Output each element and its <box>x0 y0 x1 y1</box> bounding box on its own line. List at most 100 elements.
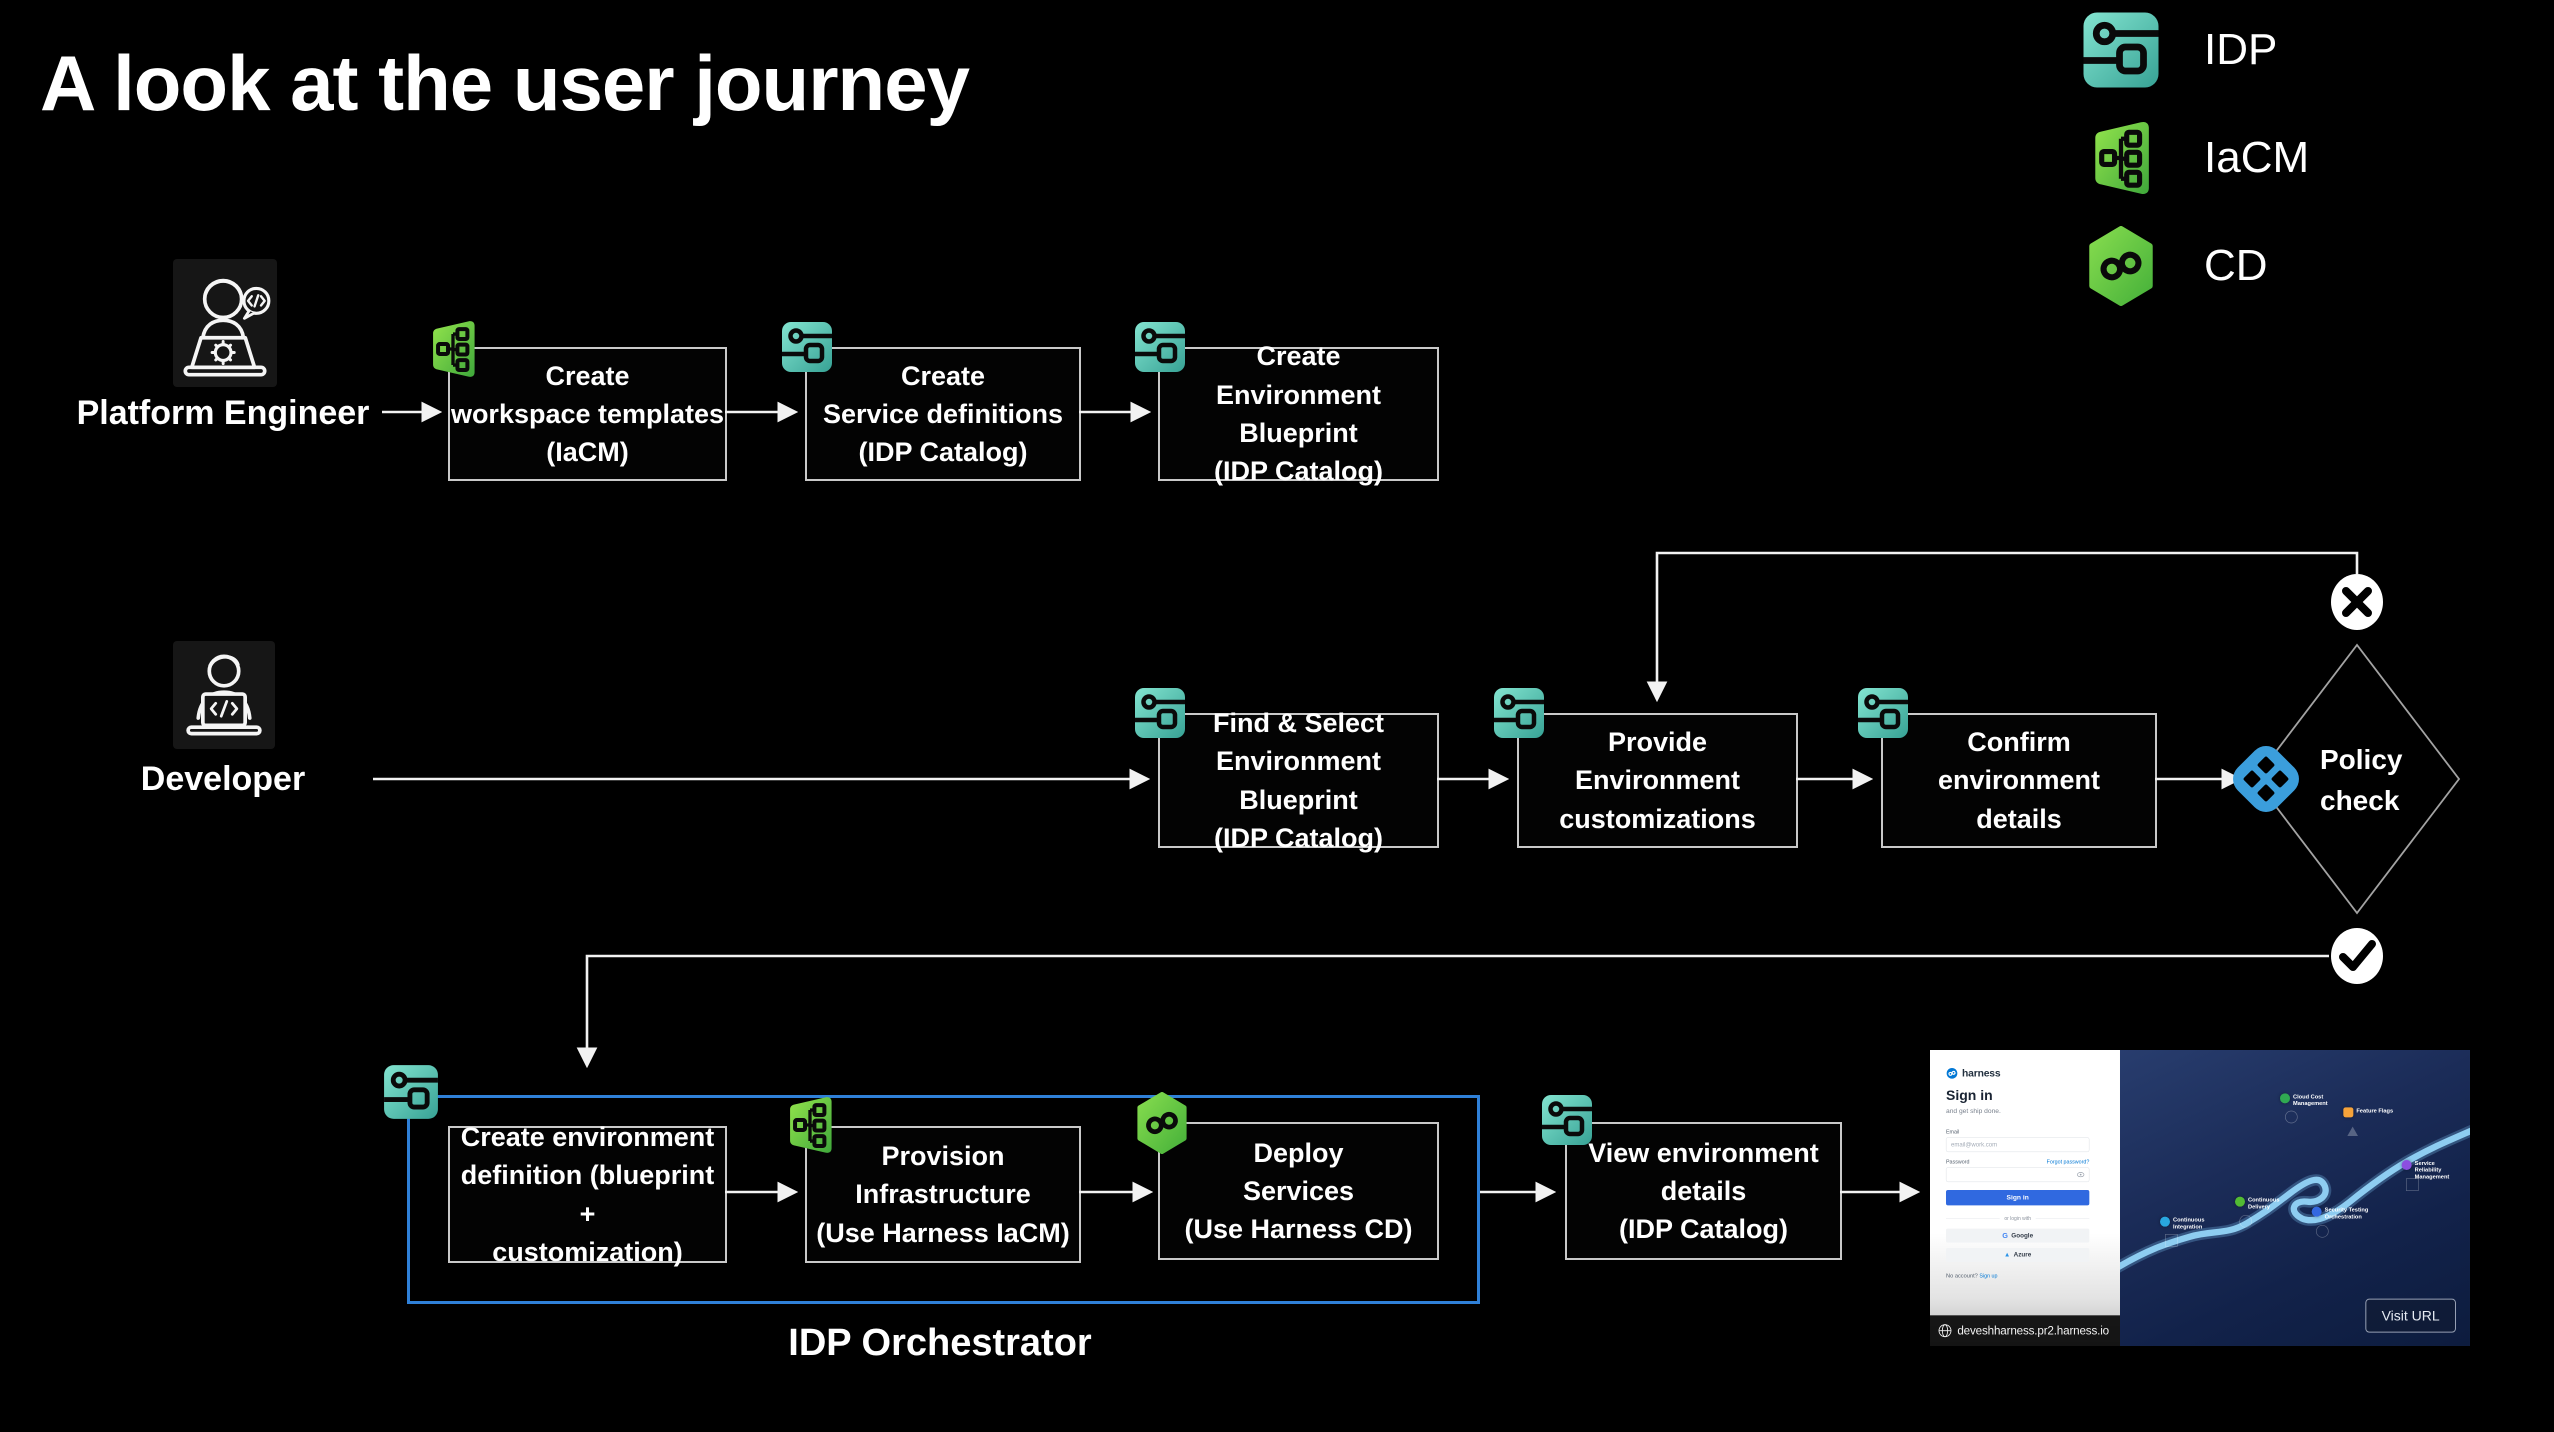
developer-icon <box>178 646 270 744</box>
policy-fail-icon <box>2331 574 2383 630</box>
signin-tagline: and get ship done. <box>1945 1107 2001 1115</box>
url-bar: deveshharness.pr2.harness.io <box>1930 1315 2120 1346</box>
step-create-environment-definition: Create environment definition (blueprint… <box>448 1122 727 1267</box>
step-label: Provision Infrastructure (Use Harness Ia… <box>816 1141 1070 1248</box>
module-label: Cloud Cost Management <box>2292 1093 2328 1107</box>
cd-badge-icon <box>1134 1092 1190 1154</box>
coin-glyph <box>2284 1110 2298 1124</box>
developer-avatar <box>173 641 275 749</box>
policy-check-label: Policy check <box>2320 744 2403 816</box>
developer-label: Developer <box>140 760 306 798</box>
step-create-workspace-templates: Create workspace templates (IaCM) <box>448 347 727 481</box>
idp-badge-icon <box>781 321 833 373</box>
module-dot <box>2311 1206 2322 1217</box>
module-service-reliability-management: Service Reliability Management <box>2401 1159 2460 1180</box>
idp-orchestrator-label: IDP Orchestrator <box>788 1322 1092 1364</box>
policy-pass-icon <box>2331 928 2383 984</box>
module-label: Security Testing Orchestration <box>2324 1206 2369 1220</box>
azure-button-label: Azure <box>2013 1251 2032 1259</box>
harness-logo-text: harness <box>1961 1067 2001 1079</box>
idp-badge-icon <box>1493 687 1545 739</box>
step-provision-infrastructure: Provision Infrastructure (Use Harness Ia… <box>805 1126 1081 1263</box>
flag-glyph <box>2347 1126 2358 1136</box>
module-label: Service Reliability Management <box>2414 1159 2450 1180</box>
url-text: deveshharness.pr2.harness.io <box>1957 1323 2109 1337</box>
cube-glyph <box>2405 1178 2419 1191</box>
module-dot <box>2159 1216 2170 1227</box>
step-find-select-blueprint: Find & Select Environment Blueprint (IDP… <box>1158 708 1439 853</box>
idp-badge-icon <box>383 1064 439 1120</box>
password-label: Password <box>1945 1159 1970 1165</box>
step-label: Confirm environment details <box>1937 727 2101 834</box>
legend-label: IaCM <box>2204 133 2310 182</box>
step-view-environment-details: View environment details (IDP Catalog) <box>1565 1122 1842 1260</box>
module-dot <box>2279 1093 2290 1104</box>
signup-link[interactable]: Sign up <box>1979 1273 1998 1279</box>
globe-icon <box>1938 1324 1952 1338</box>
password-eye-icon[interactable] <box>2076 1171 2085 1178</box>
signin-heading: Sign in <box>1945 1087 1993 1103</box>
idp-icon <box>2082 10 2160 90</box>
module-dot <box>2401 1159 2412 1170</box>
module-dot <box>2343 1107 2354 1118</box>
iacm-icon <box>2082 118 2160 198</box>
azure-icon: ▲ <box>2004 1251 2011 1259</box>
signin-button[interactable]: Sign in <box>1945 1189 2090 1206</box>
iacm-badge-icon <box>781 1094 839 1156</box>
module-continuous-integration: Continuous Integration <box>2159 1216 2218 1231</box>
idp-badge-icon <box>1134 687 1186 739</box>
login-divider: or login with <box>1946 1216 2089 1222</box>
legend-label: CD <box>2204 241 2268 290</box>
google-button-label: Google <box>2011 1231 2034 1239</box>
forgot-password-link[interactable]: Forgot password? <box>2046 1159 2090 1165</box>
module-label: Feature Flags <box>2356 1107 2394 1114</box>
password-field[interactable] <box>1945 1167 2090 1182</box>
email-field[interactable] <box>1945 1137 2090 1152</box>
google-icon: G <box>2002 1231 2008 1240</box>
idp-badge-icon <box>1857 687 1909 739</box>
module-continuous-delivery: Continuous Delivery <box>2234 1196 2293 1211</box>
step-create-service-definitions: Create Service definitions (IDP Catalog) <box>805 347 1081 481</box>
legend-item-idp: IDP <box>2082 10 2309 90</box>
legend-label: IDP <box>2204 25 2278 74</box>
module-cloud-cost-management: Cloud Cost Management <box>2279 1093 2338 1107</box>
idp-badge-icon <box>1541 1094 1593 1146</box>
idp-badge-icon <box>1134 321 1186 373</box>
step-label: Create workspace templates (IaCM) <box>450 360 725 468</box>
google-login-button[interactable]: G Google <box>1945 1228 2090 1243</box>
step-confirm-environment-details: Confirm environment details <box>1881 713 2157 848</box>
policy-check-icon <box>2233 746 2299 812</box>
module-label: Continuous Delivery <box>2247 1196 2280 1210</box>
cube-glyph <box>2164 1233 2178 1247</box>
module-label: Continuous Integration <box>2172 1216 2205 1230</box>
platform-engineer-icon <box>177 263 273 383</box>
azure-login-button[interactable]: ▲ Azure <box>1945 1247 2090 1262</box>
legend: IDP IaCM CD <box>2082 10 2309 334</box>
platform-engineer-avatar <box>173 259 277 387</box>
legend-item-cd: CD <box>2082 226 2309 306</box>
step-label: Create environment definition (blueprint… <box>460 1121 715 1267</box>
step-label: Create Service definitions (IDP Catalog) <box>822 360 1064 468</box>
legend-item-iacm: IaCM <box>2082 118 2309 198</box>
signin-hero: Continuous Integration Continuous Delive… <box>2119 1050 2470 1346</box>
step-label: Deploy Services (Use Harness CD) <box>1184 1137 1413 1245</box>
module-feature-flags: Feature Flags <box>2343 1107 2401 1118</box>
step-deploy-services: Deploy Services (Use Harness CD) <box>1158 1122 1439 1260</box>
module-security-testing-orchestration: Security Testing Orchestration <box>2311 1206 2370 1221</box>
page-title: A look at the user journey <box>40 39 970 127</box>
step-create-environment-blueprint: Create Environment Blueprint (IDP Catalo… <box>1158 341 1439 486</box>
step-label: Find & Select Environment Blueprint (IDP… <box>1212 707 1385 853</box>
module-dot <box>2234 1196 2245 1207</box>
step-label: Create Environment Blueprint (IDP Catalo… <box>1213 341 1383 487</box>
visit-url-button[interactable]: Visit URL <box>2365 1298 2456 1333</box>
harness-signin-screenshot: harness Sign in and get ship done. Email… <box>1930 1050 2470 1346</box>
iacm-badge-icon <box>424 318 482 380</box>
platform-engineer-label: Platform Engineer <box>76 394 370 432</box>
no-account-text: No account? Sign up <box>1945 1272 1998 1279</box>
step-provide-customizations: Provide Environment customizations <box>1517 713 1798 848</box>
harness-logo-icon <box>1946 1067 1958 1079</box>
idp-orchestrator-container <box>407 1095 1480 1304</box>
pipeline-glyph <box>2239 1214 2252 1228</box>
harness-logo: harness <box>1946 1067 2001 1079</box>
signin-panel: harness Sign in and get ship done. Email… <box>1930 1050 2120 1346</box>
